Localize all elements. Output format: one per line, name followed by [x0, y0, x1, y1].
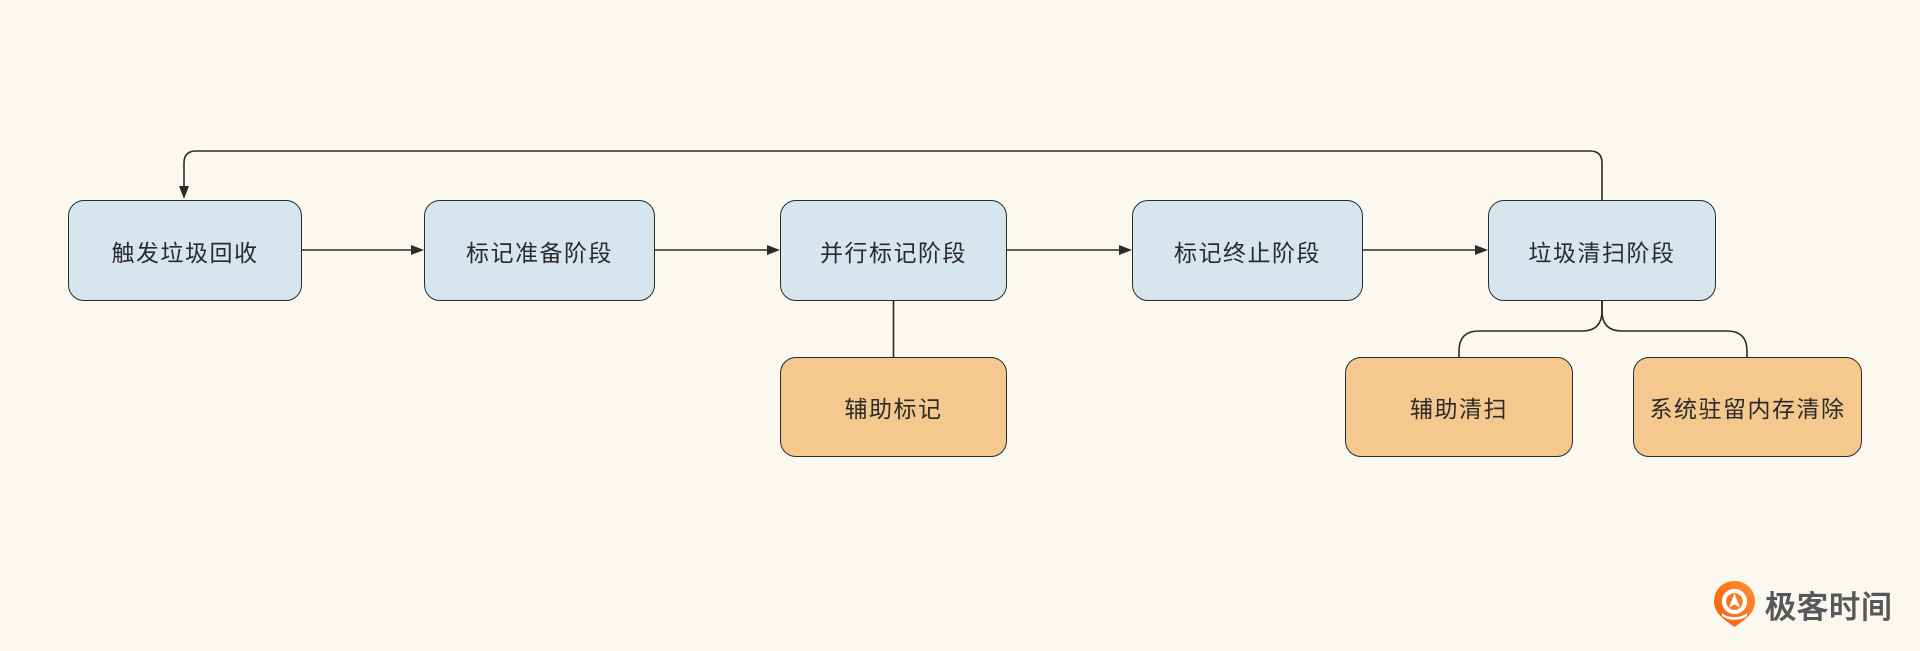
arrowhead-right-4 [1475, 245, 1488, 255]
node-gc-sweep-label: 垃圾清扫阶段 [1528, 239, 1676, 266]
arrowhead-right-1 [411, 245, 424, 255]
arrowhead-feedback-down [179, 186, 189, 199]
node-mark-termination: 标记终止阶段 [1132, 200, 1363, 301]
node-assist-sweep-label: 辅助清扫 [1410, 396, 1508, 422]
geektime-logo-icon [1714, 581, 1755, 627]
node-parallel-mark-label: 并行标记阶段 [820, 239, 967, 266]
node-parallel-mark: 并行标记阶段 [780, 200, 1007, 301]
edge-sweep-to-assist-sweep [1458, 301, 1603, 357]
arrowhead-right-2 [767, 245, 780, 255]
node-mark-prepare: 标记准备阶段 [424, 200, 655, 301]
node-assist-sweep: 辅助清扫 [1345, 357, 1573, 457]
brand-watermark: 极客时间 [1712, 580, 1893, 628]
node-assist-mark: 辅助标记 [780, 357, 1007, 457]
node-scavenge: 系统驻留内存清除 [1633, 357, 1862, 457]
node-mark-termination-label: 标记终止阶段 [1174, 239, 1321, 266]
node-trigger-gc: 触发垃圾回收 [68, 200, 302, 301]
arrowhead-right-3 [1119, 245, 1132, 255]
node-scavenge-label: 系统驻留内存清除 [1649, 396, 1846, 422]
edge-feedback-loop [183, 150, 1603, 200]
node-gc-sweep: 垃圾清扫阶段 [1488, 200, 1716, 301]
node-assist-mark-label: 辅助标记 [844, 396, 943, 422]
node-mark-prepare-label: 标记准备阶段 [466, 239, 613, 266]
brand-text: 极客时间 [1765, 589, 1893, 625]
edge-sweep-to-scavenge [1601, 301, 1748, 357]
node-trigger-gc-label: 触发垃圾回收 [111, 239, 259, 266]
